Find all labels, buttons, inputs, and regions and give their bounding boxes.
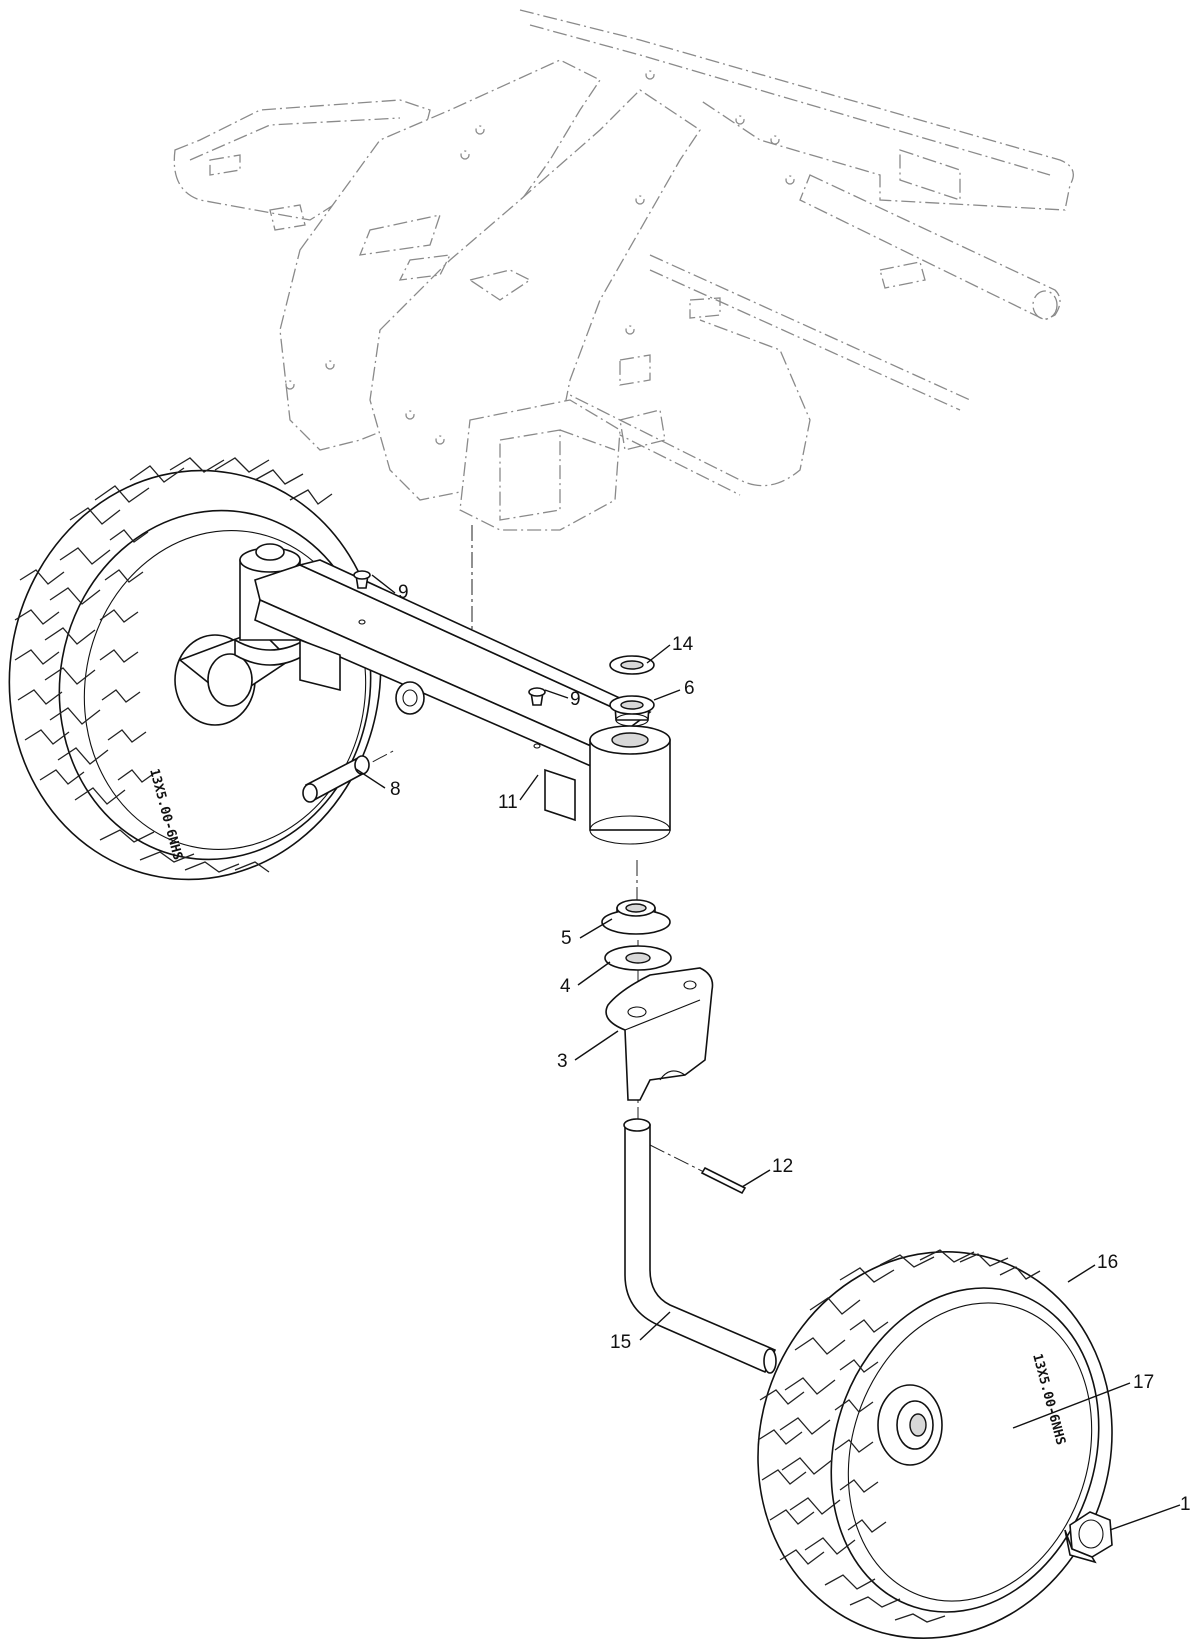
ghost-frame xyxy=(173,9,1074,531)
callout-8: 8 xyxy=(390,779,401,800)
callout-17: 17 xyxy=(1133,1372,1154,1393)
caster-arm xyxy=(234,543,671,845)
left-caster-tire: 13X5.00-6NHS xyxy=(8,457,382,881)
cotter-pin xyxy=(700,1166,747,1195)
caster-axle xyxy=(623,1118,777,1374)
grease-fitting-upper xyxy=(353,570,371,625)
flat-washer xyxy=(604,945,672,971)
callout-3: 3 xyxy=(557,1051,568,1072)
callout-9-lower: 9 xyxy=(570,689,581,710)
pivot-pin xyxy=(302,755,370,803)
callout-11: 11 xyxy=(498,792,518,813)
callout-6: 6 xyxy=(684,678,695,699)
callout-12: 12 xyxy=(772,1156,793,1177)
left-tire-tread xyxy=(14,457,333,873)
callout-1: 1 xyxy=(1180,1494,1191,1515)
grease-fitting-lower xyxy=(528,687,546,749)
callout-leaders xyxy=(355,574,1181,1531)
callout-5: 5 xyxy=(561,928,572,949)
flange-bushing-top xyxy=(609,695,655,727)
right-tire-tread xyxy=(757,1249,1041,1623)
flange-nut xyxy=(1064,1511,1113,1564)
callout-9-upper: 9 xyxy=(398,582,409,603)
thrust-washer-top xyxy=(609,655,655,675)
callout-labels: 9 14 9 6 8 11 5 4 3 12 16 15 17 1 xyxy=(390,582,1191,1515)
callout-16: 16 xyxy=(1097,1252,1118,1273)
callout-14: 14 xyxy=(672,634,694,655)
right-wheel-tire: 13X5.00-6NHS xyxy=(757,1249,1113,1639)
callout-4: 4 xyxy=(560,976,571,997)
callout-15: 15 xyxy=(610,1332,631,1353)
flange-bushing-bottom xyxy=(601,899,671,935)
caster-bracket xyxy=(605,967,714,1101)
